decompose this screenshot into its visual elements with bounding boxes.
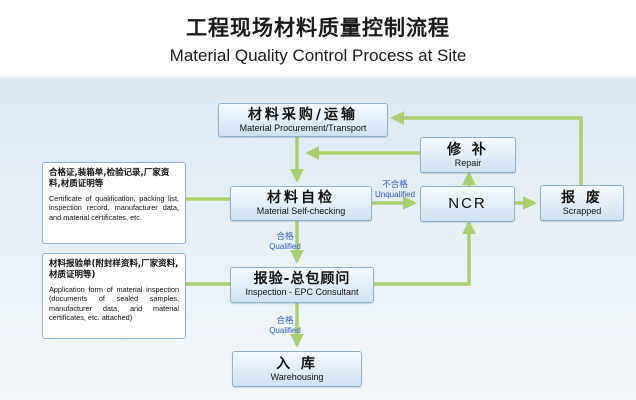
label-qualified-2: 合格 Qualified [260,316,310,335]
node-inspection-zh: 报验-总包顾问 [253,271,351,287]
note-application: 材料报验单(附封样资料,厂家资料,材质证明等) Application form… [42,253,186,339]
node-scrapped-en: Scrapped [562,206,602,216]
node-warehousing: 入 库 Warehousing [232,351,362,387]
node-repair-en: Repair [454,158,482,168]
note-certificates-zh: 合格证,装箱单,检验记录,厂家资料,材质证明等 [49,168,170,189]
node-repair-zh: 修 补 [447,142,489,158]
label-qualified-1-zh: 合格 [276,232,294,242]
node-warehousing-zh: 入 库 [276,356,318,372]
node-scrapped-zh: 报 废 [561,190,603,206]
label-unqualified-zh: 不合格 [382,180,408,190]
node-repair: 修 补 Repair [420,137,516,173]
label-unqualified: 不合格 Unqualified [370,180,420,199]
node-self-checking: 材料自检 Material Self-checking [230,186,372,221]
label-unqualified-en: Unqualified [374,190,416,199]
note-application-en: Application form of material inspection … [49,285,179,322]
page-title: 工程现场材料质量控制流程 [186,16,450,40]
node-self-checking-zh: 材料自检 [267,190,335,206]
node-procurement-en: Material Procurement/Transport [239,123,367,133]
page-subtitle: Material Quality Control Process at Site [169,46,467,65]
label-qualified-1-en: Qualified [269,242,301,251]
label-qualified-1: 合格 Qualified [260,232,310,251]
node-procurement-zh: 材料采购/运输 [247,107,359,123]
label-qualified-2-zh: 合格 [276,316,294,326]
node-warehousing-en: Warehousing [270,372,324,382]
label-qualified-2-en: Qualified [269,326,301,335]
line-scrapped-to-procurement [390,111,583,185]
node-ncr-label: NCR [448,195,487,212]
node-ncr: NCR [420,186,515,222]
line-inspection-to-ncr [374,220,476,286]
node-self-checking-en: Material Self-checking [256,206,346,216]
node-inspection: 报验-总包顾问 Inspection - EPC Consultant [230,267,374,303]
note-certificates: 合格证,装箱单,检验记录,厂家资料,材质证明等 Certificate of q… [42,162,186,244]
note-certificates-en: Certificate of qualification, packing li… [49,194,179,222]
note-application-zh: 材料报验单(附封样资料,厂家资料,材质证明等) [49,259,179,280]
node-inspection-en: Inspection - EPC Consultant [245,287,359,297]
node-procurement: 材料采购/运输 Material Procurement/Transport [218,103,388,137]
node-scrapped: 报 废 Scrapped [540,185,624,221]
